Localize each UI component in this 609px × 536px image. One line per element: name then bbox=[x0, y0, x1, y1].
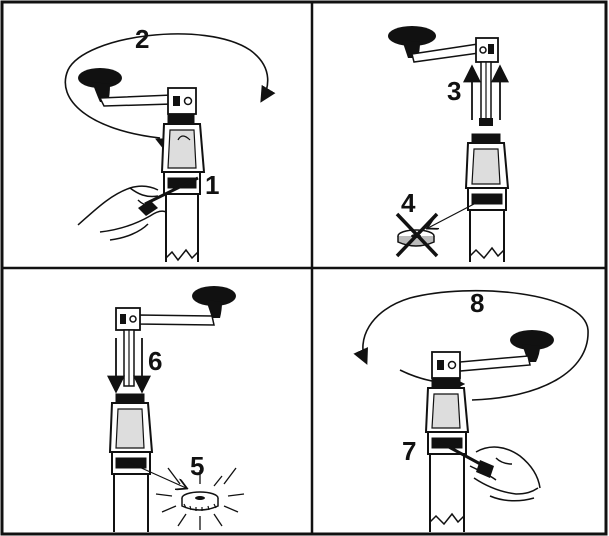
crank-handle-icon bbox=[116, 286, 236, 386]
step-label-1: 1 bbox=[205, 170, 219, 200]
step-label-3: 3 bbox=[447, 76, 461, 106]
crank-handle-icon bbox=[432, 330, 554, 378]
opener-body bbox=[466, 134, 508, 262]
step-label-6: 6 bbox=[148, 346, 162, 376]
crank-handle-icon bbox=[78, 68, 196, 114]
step-label-5: 5 bbox=[190, 451, 204, 481]
step-label-2: 2 bbox=[135, 24, 149, 54]
panel-top-left: 2 1 bbox=[65, 24, 267, 262]
gear-icon bbox=[182, 492, 218, 511]
opener-body bbox=[162, 114, 204, 262]
step-label-7: 7 bbox=[402, 436, 416, 466]
panel-top-right: 3 4 bbox=[388, 26, 508, 262]
panel-bottom-right: 8 7 bbox=[363, 288, 588, 532]
step-label-8: 8 bbox=[470, 288, 484, 318]
crank-handle-icon bbox=[388, 26, 498, 126]
step-label-4: 4 bbox=[401, 188, 416, 218]
hand-icon bbox=[78, 186, 166, 240]
panel-bottom-left: 6 5 bbox=[110, 286, 244, 532]
